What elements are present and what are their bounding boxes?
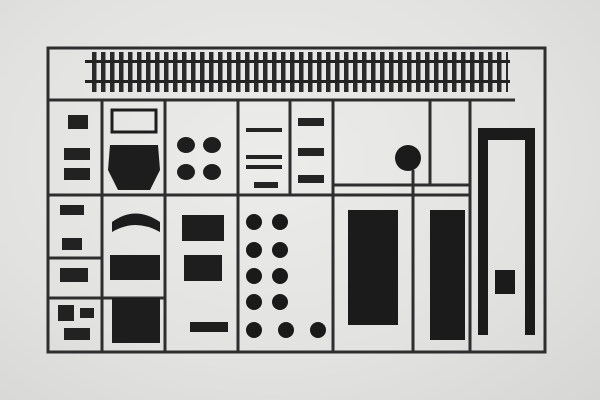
wheel-parts xyxy=(246,214,326,338)
track-part xyxy=(85,52,510,92)
small-parts-left xyxy=(58,115,94,340)
rod-parts xyxy=(246,118,324,188)
chassis-parts xyxy=(348,128,535,340)
body-shell-parts xyxy=(108,108,160,343)
cab-parts xyxy=(177,137,228,332)
sprue-frame xyxy=(46,46,547,354)
